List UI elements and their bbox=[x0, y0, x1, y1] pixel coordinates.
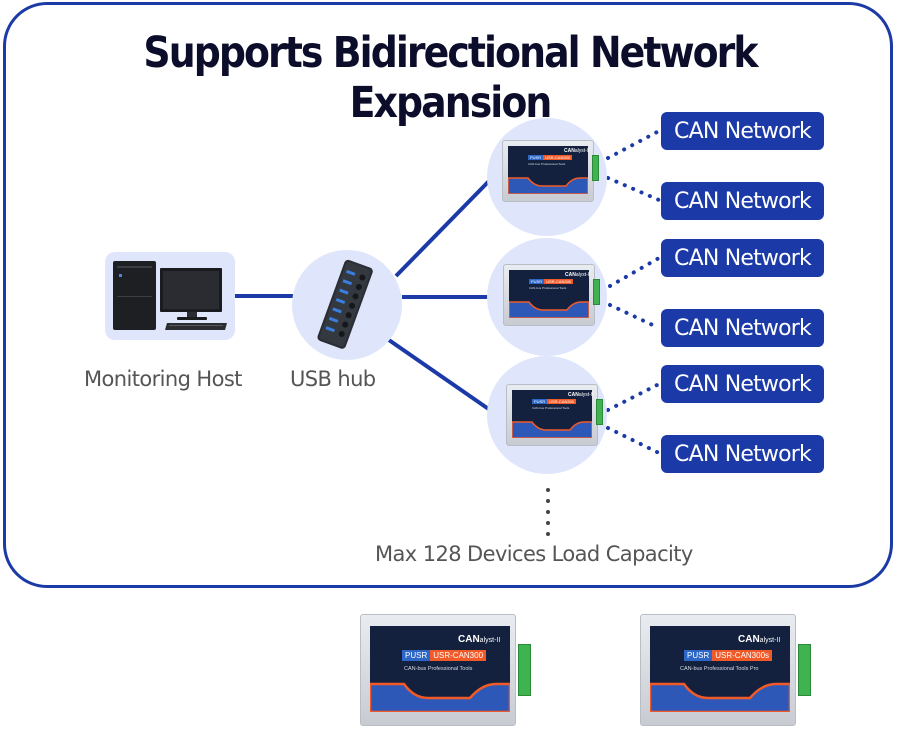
product-brand: CANalyst-II bbox=[738, 634, 781, 645]
monitoring-host-label: Monitoring Host bbox=[84, 367, 242, 391]
usb-hub-node bbox=[292, 250, 402, 360]
device-subtitle: CAN-bus Professional Tools bbox=[529, 286, 567, 290]
more-devices-ellipsis-icon bbox=[546, 488, 550, 543]
product-brand: CANalyst-II bbox=[458, 634, 501, 645]
desktop-computer-icon bbox=[113, 261, 227, 330]
terminal-block-icon bbox=[518, 644, 531, 696]
device-brand: CANalyst-II bbox=[565, 272, 591, 278]
terminal-block-icon bbox=[596, 399, 603, 425]
can-network-badge-3: CAN Network bbox=[661, 239, 824, 277]
monitoring-host-node bbox=[105, 252, 235, 340]
link-hub-device-3 bbox=[384, 336, 492, 412]
dotted-link-3a bbox=[606, 382, 661, 412]
can-network-badge-4: CAN Network bbox=[661, 309, 824, 347]
device-brand: CANalyst-II bbox=[564, 148, 590, 154]
page-title: Supports Bidirectional Network Expansion bbox=[143, 28, 758, 128]
link-hub-device-1 bbox=[394, 178, 492, 278]
terminal-block-icon bbox=[592, 155, 599, 181]
terminal-block-icon bbox=[593, 279, 600, 305]
can-network-badge-6: CAN Network bbox=[661, 435, 824, 473]
dotted-link-2a bbox=[608, 256, 661, 288]
can-network-badge-1: CAN Network bbox=[661, 112, 824, 150]
can-network-badge-5: CAN Network bbox=[661, 365, 824, 403]
dotted-link-3b bbox=[606, 426, 661, 455]
dotted-link-2b bbox=[608, 303, 661, 330]
terminal-block-icon bbox=[798, 644, 811, 696]
device-subtitle: CAN-bus Professional Tools bbox=[528, 162, 566, 166]
product-subtitle: CAN-bus Professional Tools Pro bbox=[680, 666, 759, 672]
device-brand: CANalyst-II bbox=[568, 392, 594, 398]
usb-hub-icon bbox=[317, 259, 373, 349]
device-subtitle: CAN-bus Professional Tools bbox=[532, 406, 570, 410]
usb-hub-label: USB hub bbox=[290, 367, 376, 391]
dotted-link-1a bbox=[606, 129, 661, 160]
can-network-badge-2: CAN Network bbox=[661, 182, 824, 220]
dotted-link-1b bbox=[606, 176, 661, 202]
product-subtitle: CAN-bus Professional Tools bbox=[404, 666, 473, 672]
capacity-label: Max 128 Devices Load Capacity bbox=[375, 542, 693, 566]
